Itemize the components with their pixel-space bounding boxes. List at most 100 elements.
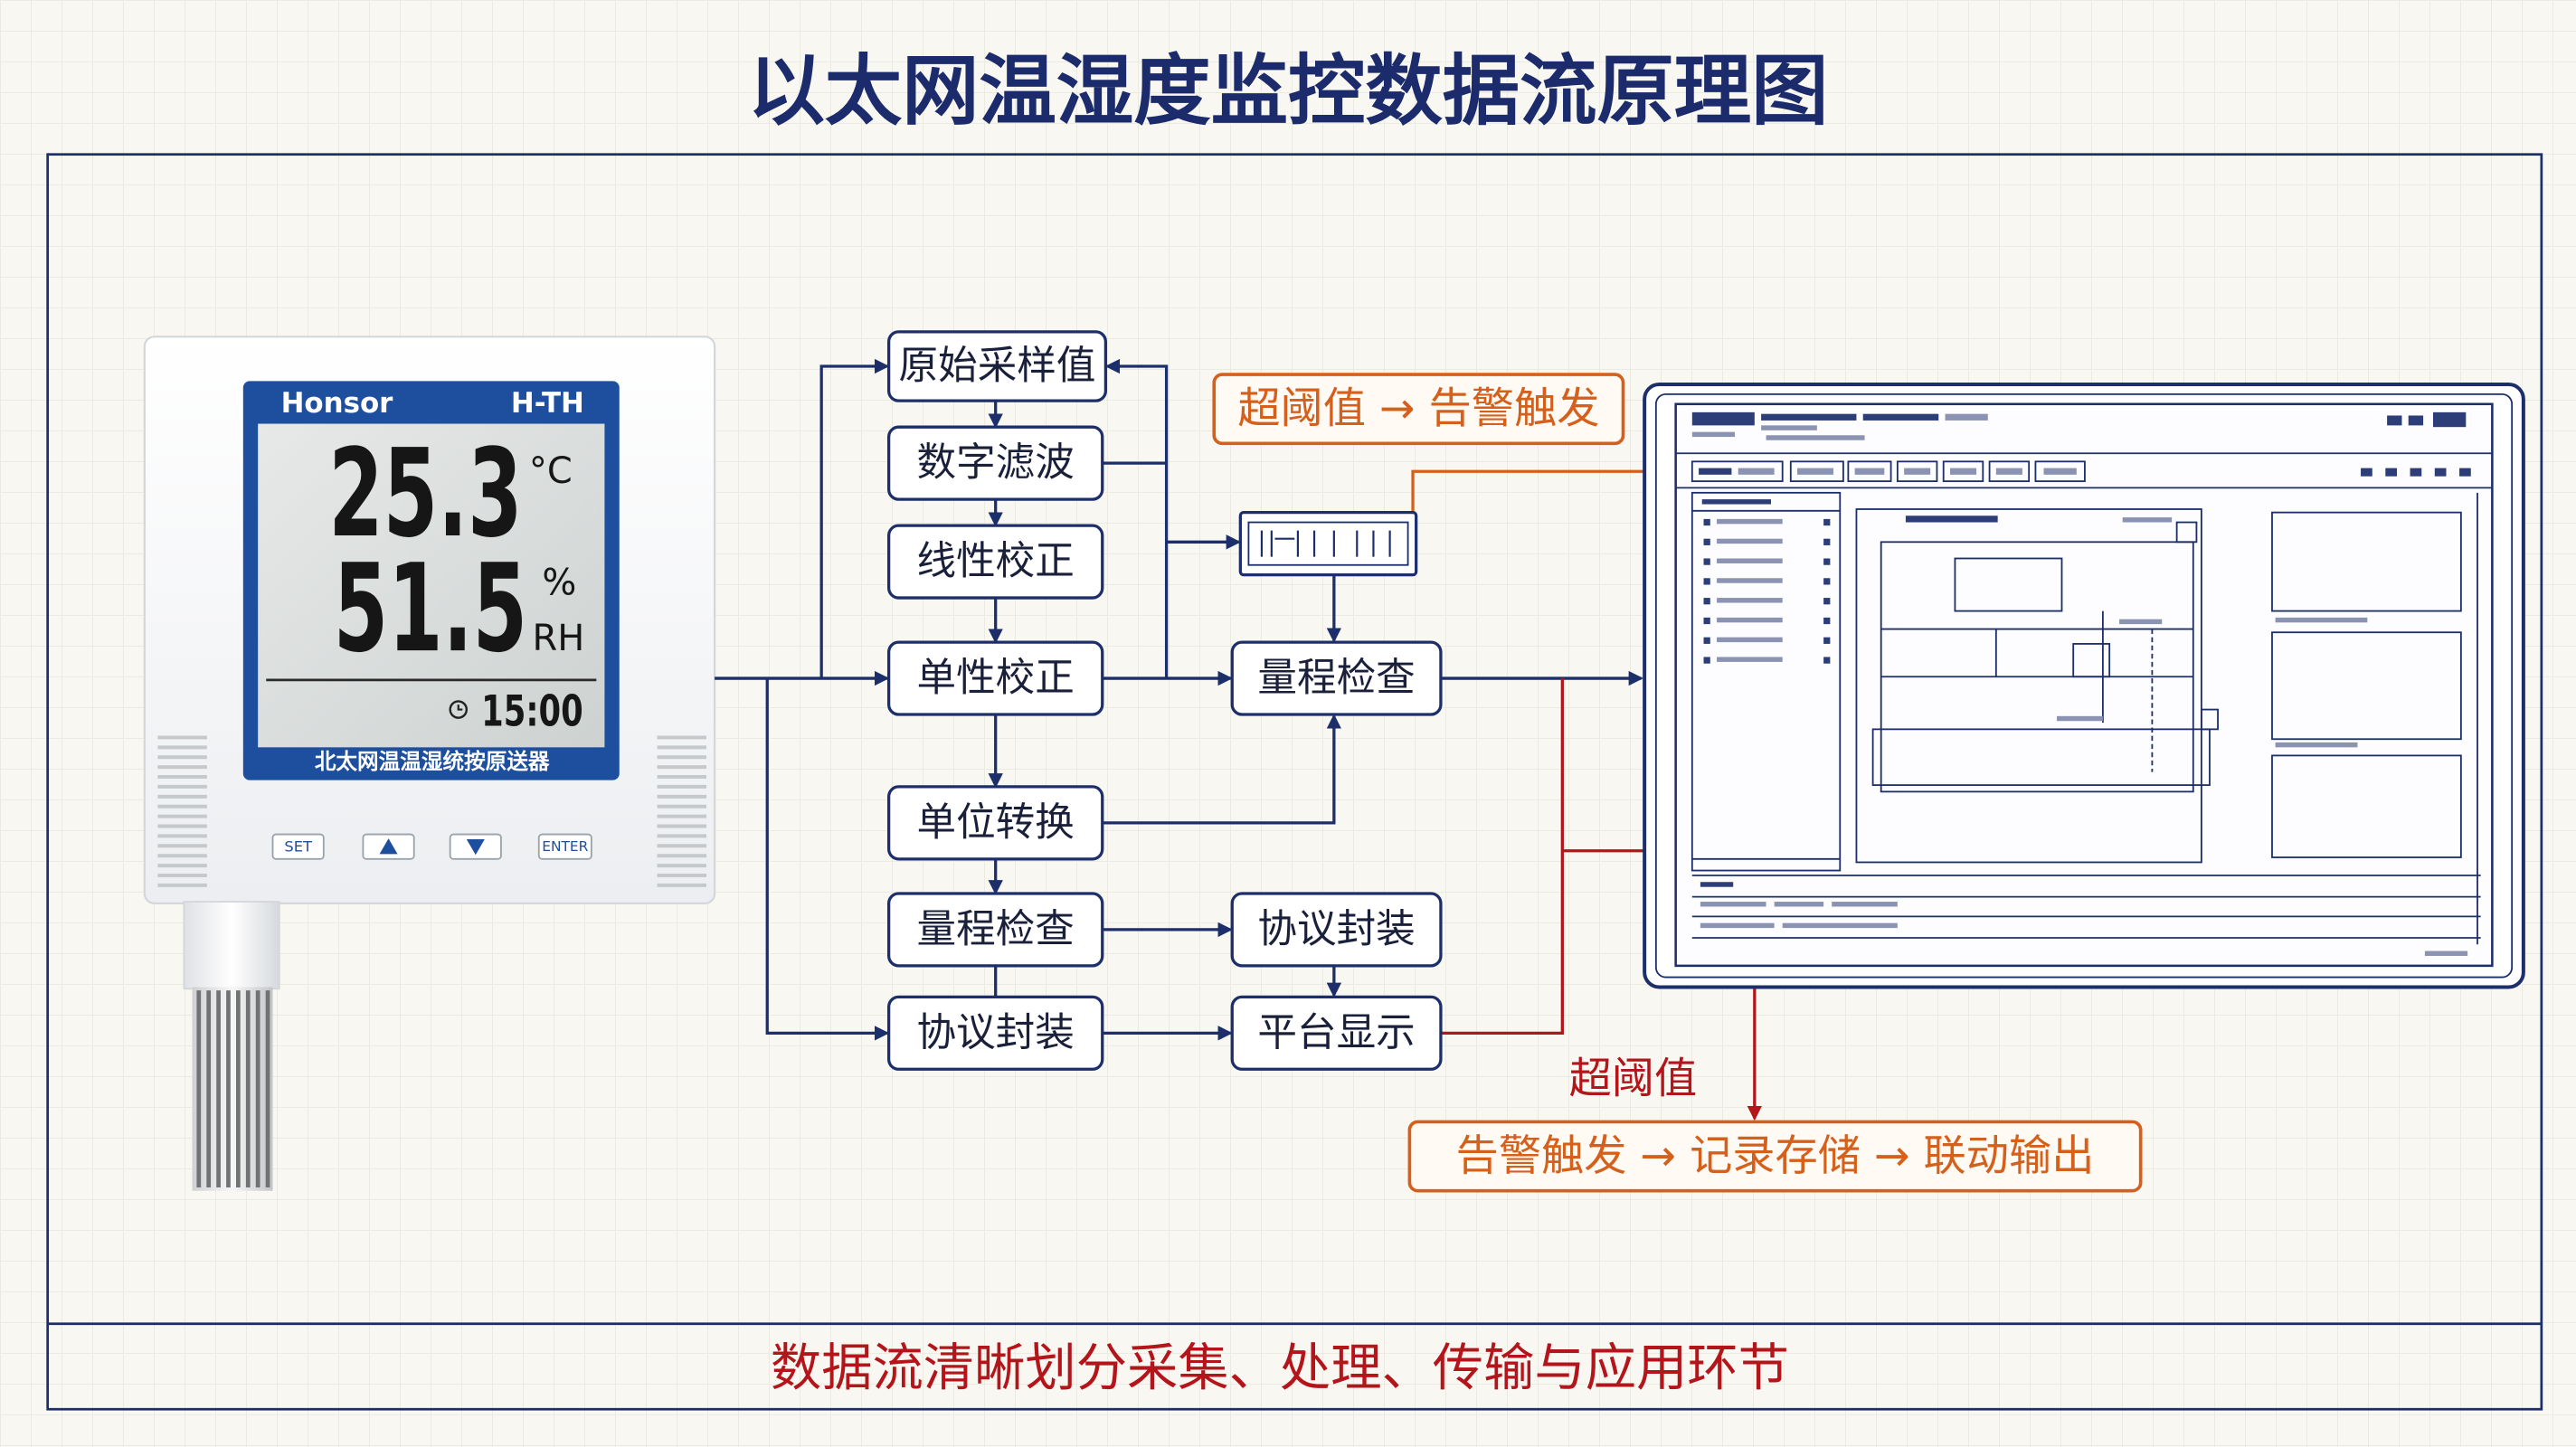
ui-panel-outline xyxy=(1954,557,2063,612)
step-raw-sample-label: 原始采样值 xyxy=(899,344,1096,389)
step-single-calibration-box xyxy=(886,640,1104,716)
sensor-device: Honsor H-TH 25.3 °C 51.5 % RH 15:00 北太网温… xyxy=(143,336,716,1191)
probe-stem xyxy=(183,901,280,990)
ui-text-mark xyxy=(1905,515,1998,523)
ui-panel-outline xyxy=(2271,631,2462,741)
device-model: H-TH xyxy=(511,387,584,420)
connector-unit-to-range-right xyxy=(1102,714,1342,825)
enter-button: ENTER xyxy=(537,833,592,860)
step-protocol-encapsulation-left-box xyxy=(886,995,1104,1071)
ui-panel-outline xyxy=(1942,460,1984,483)
temperature-unit: °C xyxy=(529,450,573,492)
set-button-label: SET xyxy=(284,838,313,856)
alert-chain-box xyxy=(1407,1120,2143,1193)
alert-chain: 告警触发 → 记录存储 → 联动输出 xyxy=(1407,1120,2143,1193)
humidity-unit-percent: % xyxy=(542,562,576,603)
humidity-reading: 51.5 xyxy=(334,537,527,679)
ui-text-mark xyxy=(1782,922,1898,929)
ui-text-mark xyxy=(2057,715,2103,722)
down-triangle-icon xyxy=(466,839,485,856)
ui-panel-outline xyxy=(1690,460,1784,483)
ui-text-mark xyxy=(1823,538,1831,545)
alert-top-label: 超阈值 → 告警触发 xyxy=(1237,384,1599,434)
ui-text-mark xyxy=(1717,518,1783,525)
connector-device-to-raw-sample xyxy=(819,358,890,679)
ui-text-mark xyxy=(1823,518,1831,526)
step-digital-filter-box xyxy=(886,425,1104,501)
set-button: SET xyxy=(271,833,325,860)
ui-text-mark xyxy=(1717,578,1783,583)
device-lcd xyxy=(258,423,605,748)
ui-text-mark xyxy=(1703,538,1710,545)
set-button-frame xyxy=(271,833,325,860)
ui-text-mark xyxy=(1703,518,1710,526)
step-protocol-encapsulation-right-label: 协议封装 xyxy=(1257,907,1415,952)
ui-panel-outline xyxy=(1789,460,1844,483)
alert-top-box xyxy=(1212,373,1625,446)
connector-device-to-protocol-left xyxy=(765,678,890,1041)
ui-text-mark xyxy=(1766,435,1865,440)
device-label: 北太网温温湿统按原送器 xyxy=(315,749,550,774)
ui-panel-outline xyxy=(1880,541,2194,793)
ui-panel-outline xyxy=(1690,491,1842,872)
ui-text-mark xyxy=(1995,468,2022,475)
ui-text-mark xyxy=(2432,411,2467,428)
ui-text-mark xyxy=(1703,558,1710,565)
ui-text-mark xyxy=(1823,558,1831,565)
ui-text-mark xyxy=(1862,413,1939,421)
ui-text-mark xyxy=(1700,882,1734,887)
ui-text-mark xyxy=(1717,657,1783,662)
ui-text-mark xyxy=(1717,538,1783,544)
step-range-check-right: 量程检查 xyxy=(1230,640,1443,716)
step-digital-filter-label: 数字滤波 xyxy=(917,440,1075,486)
ui-text-mark xyxy=(1823,637,1831,644)
step-digital-filter: 数字滤波 xyxy=(886,425,1104,501)
step-linear-calibration-box xyxy=(886,524,1104,600)
lcd-module-frame xyxy=(1238,510,1418,577)
ui-text-mark xyxy=(2275,617,2368,623)
step-raw-sample-box xyxy=(886,330,1108,402)
step-protocol-encapsulation-right-box xyxy=(1230,892,1443,968)
step-linear-calibration-label: 线性校正 xyxy=(917,539,1075,584)
step-raw-sample: 原始采样值 xyxy=(886,330,1108,402)
ui-text-mark xyxy=(1832,902,1898,907)
ui-text-mark xyxy=(1717,558,1783,563)
ui-text-mark xyxy=(2459,468,2471,477)
ui-panel-outline xyxy=(2200,708,2219,731)
down-button xyxy=(449,833,502,860)
ui-text-mark xyxy=(1949,468,1977,475)
step-single-calibration-label: 单性校正 xyxy=(917,656,1075,701)
ui-text-mark xyxy=(1699,468,1732,475)
ui-text-mark xyxy=(1904,468,1931,475)
ui-text-mark xyxy=(1823,598,1831,605)
step-unit-conversion-label: 单位转换 xyxy=(917,800,1075,846)
ui-text-mark xyxy=(1797,468,1834,475)
ui-text-mark xyxy=(2275,742,2358,748)
ui-text-mark xyxy=(2385,468,2398,477)
page-title: 以太网温湿度监控数据流原理图 xyxy=(747,47,1828,137)
up-button xyxy=(362,833,415,860)
software-window-icon xyxy=(1643,382,2525,989)
ui-text-mark xyxy=(1823,578,1831,585)
step-range-check-left-label: 量程检查 xyxy=(917,907,1075,952)
ui-text-mark xyxy=(2043,468,2077,475)
footer-caption: 数据流清晰划分采集、处理、传输与应用环节 xyxy=(771,1338,1789,1397)
ui-text-mark xyxy=(1854,468,1885,475)
ui-text-mark xyxy=(1703,598,1710,605)
alert-condition-label: 超阈值 xyxy=(1569,1055,1698,1104)
ui-text-mark xyxy=(1945,413,1988,421)
device-brand: Honsor xyxy=(281,387,394,420)
enter-button-label: ENTER xyxy=(542,838,588,855)
ui-text-mark xyxy=(2434,468,2447,477)
ui-text-mark xyxy=(2361,468,2372,477)
ui-text-mark xyxy=(1717,617,1783,623)
ui-panel-outline xyxy=(2271,511,2462,612)
ui-text-mark xyxy=(1703,617,1710,625)
ui-text-mark xyxy=(1717,637,1783,643)
diagram-frame xyxy=(46,153,2543,1411)
step-range-check-left-box xyxy=(886,892,1104,968)
ui-text-mark xyxy=(1703,637,1710,644)
ui-text-mark xyxy=(1691,411,1755,426)
step-single-calibration: 单性校正 xyxy=(886,640,1104,716)
